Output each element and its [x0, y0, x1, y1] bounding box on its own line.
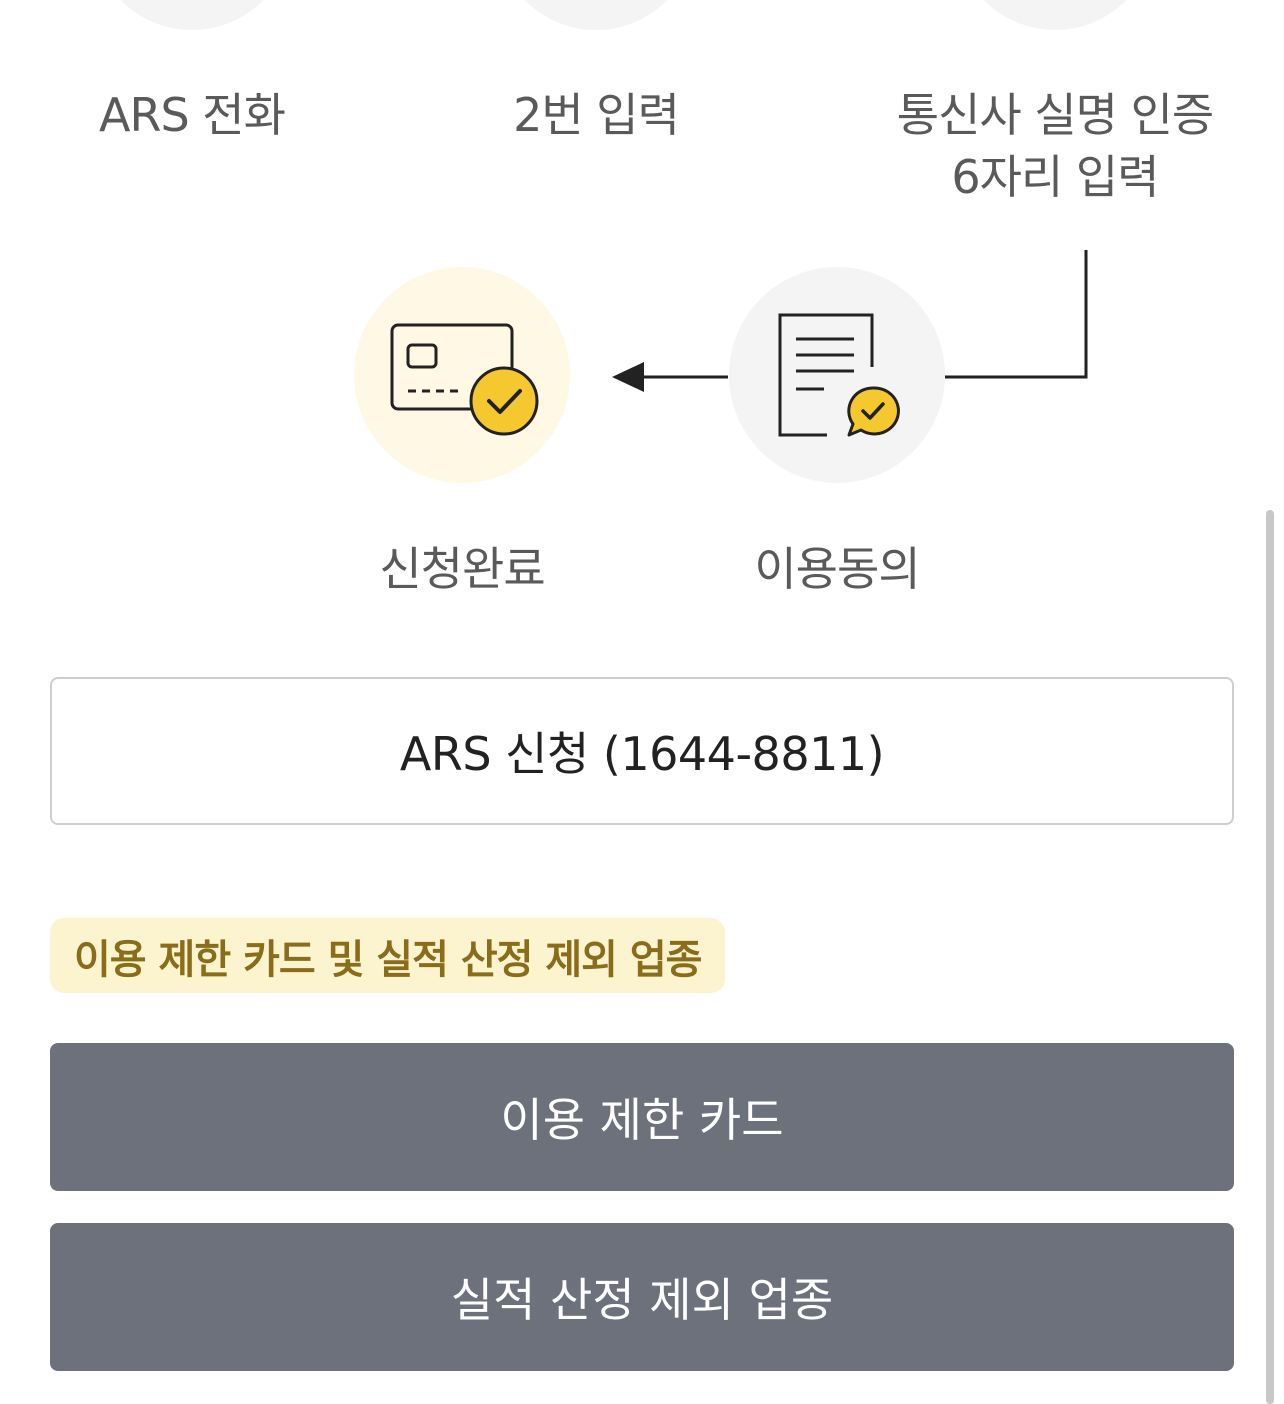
ars-apply-button[interactable]: ARS 신청 (1644-8811) [50, 677, 1234, 825]
step-label-input-two: 2번 입력 [513, 88, 680, 142]
notice-badge-label: 이용 제한 카드 및 실적 산정 제외 업종 [74, 936, 702, 983]
excluded-merchants-button-label: 실적 산정 제외 업종 [450, 1273, 834, 1327]
ars-apply-button-label: ARS 신청 (1644-8811) [399, 727, 885, 781]
step-label-carrier-verify: 통신사 실명 인증 6자리 입력 [896, 88, 1214, 204]
notice-badge: 이용 제한 카드 및 실적 산정 제외 업종 [50, 918, 726, 993]
scrollbar[interactable] [1266, 510, 1274, 1404]
restricted-cards-button[interactable]: 이용 제한 카드 [50, 1043, 1234, 1191]
card-check-icon [390, 323, 539, 436]
connector-line-to-agreement [945, 250, 1088, 379]
excluded-merchants-button[interactable]: 실적 산정 제외 업종 [50, 1223, 1234, 1371]
step-label-agreement: 이용동의 [754, 542, 920, 596]
document-chat-check-icon [778, 313, 900, 437]
step-circle-completed [354, 267, 570, 483]
step-label-ars-call: ARS 전화 [99, 88, 286, 142]
restricted-cards-button-label: 이용 제한 카드 [500, 1093, 784, 1147]
arrow-left-icon [612, 362, 644, 392]
step-label-completed: 신청완료 [379, 542, 545, 596]
step-circle-agreement [729, 267, 945, 483]
